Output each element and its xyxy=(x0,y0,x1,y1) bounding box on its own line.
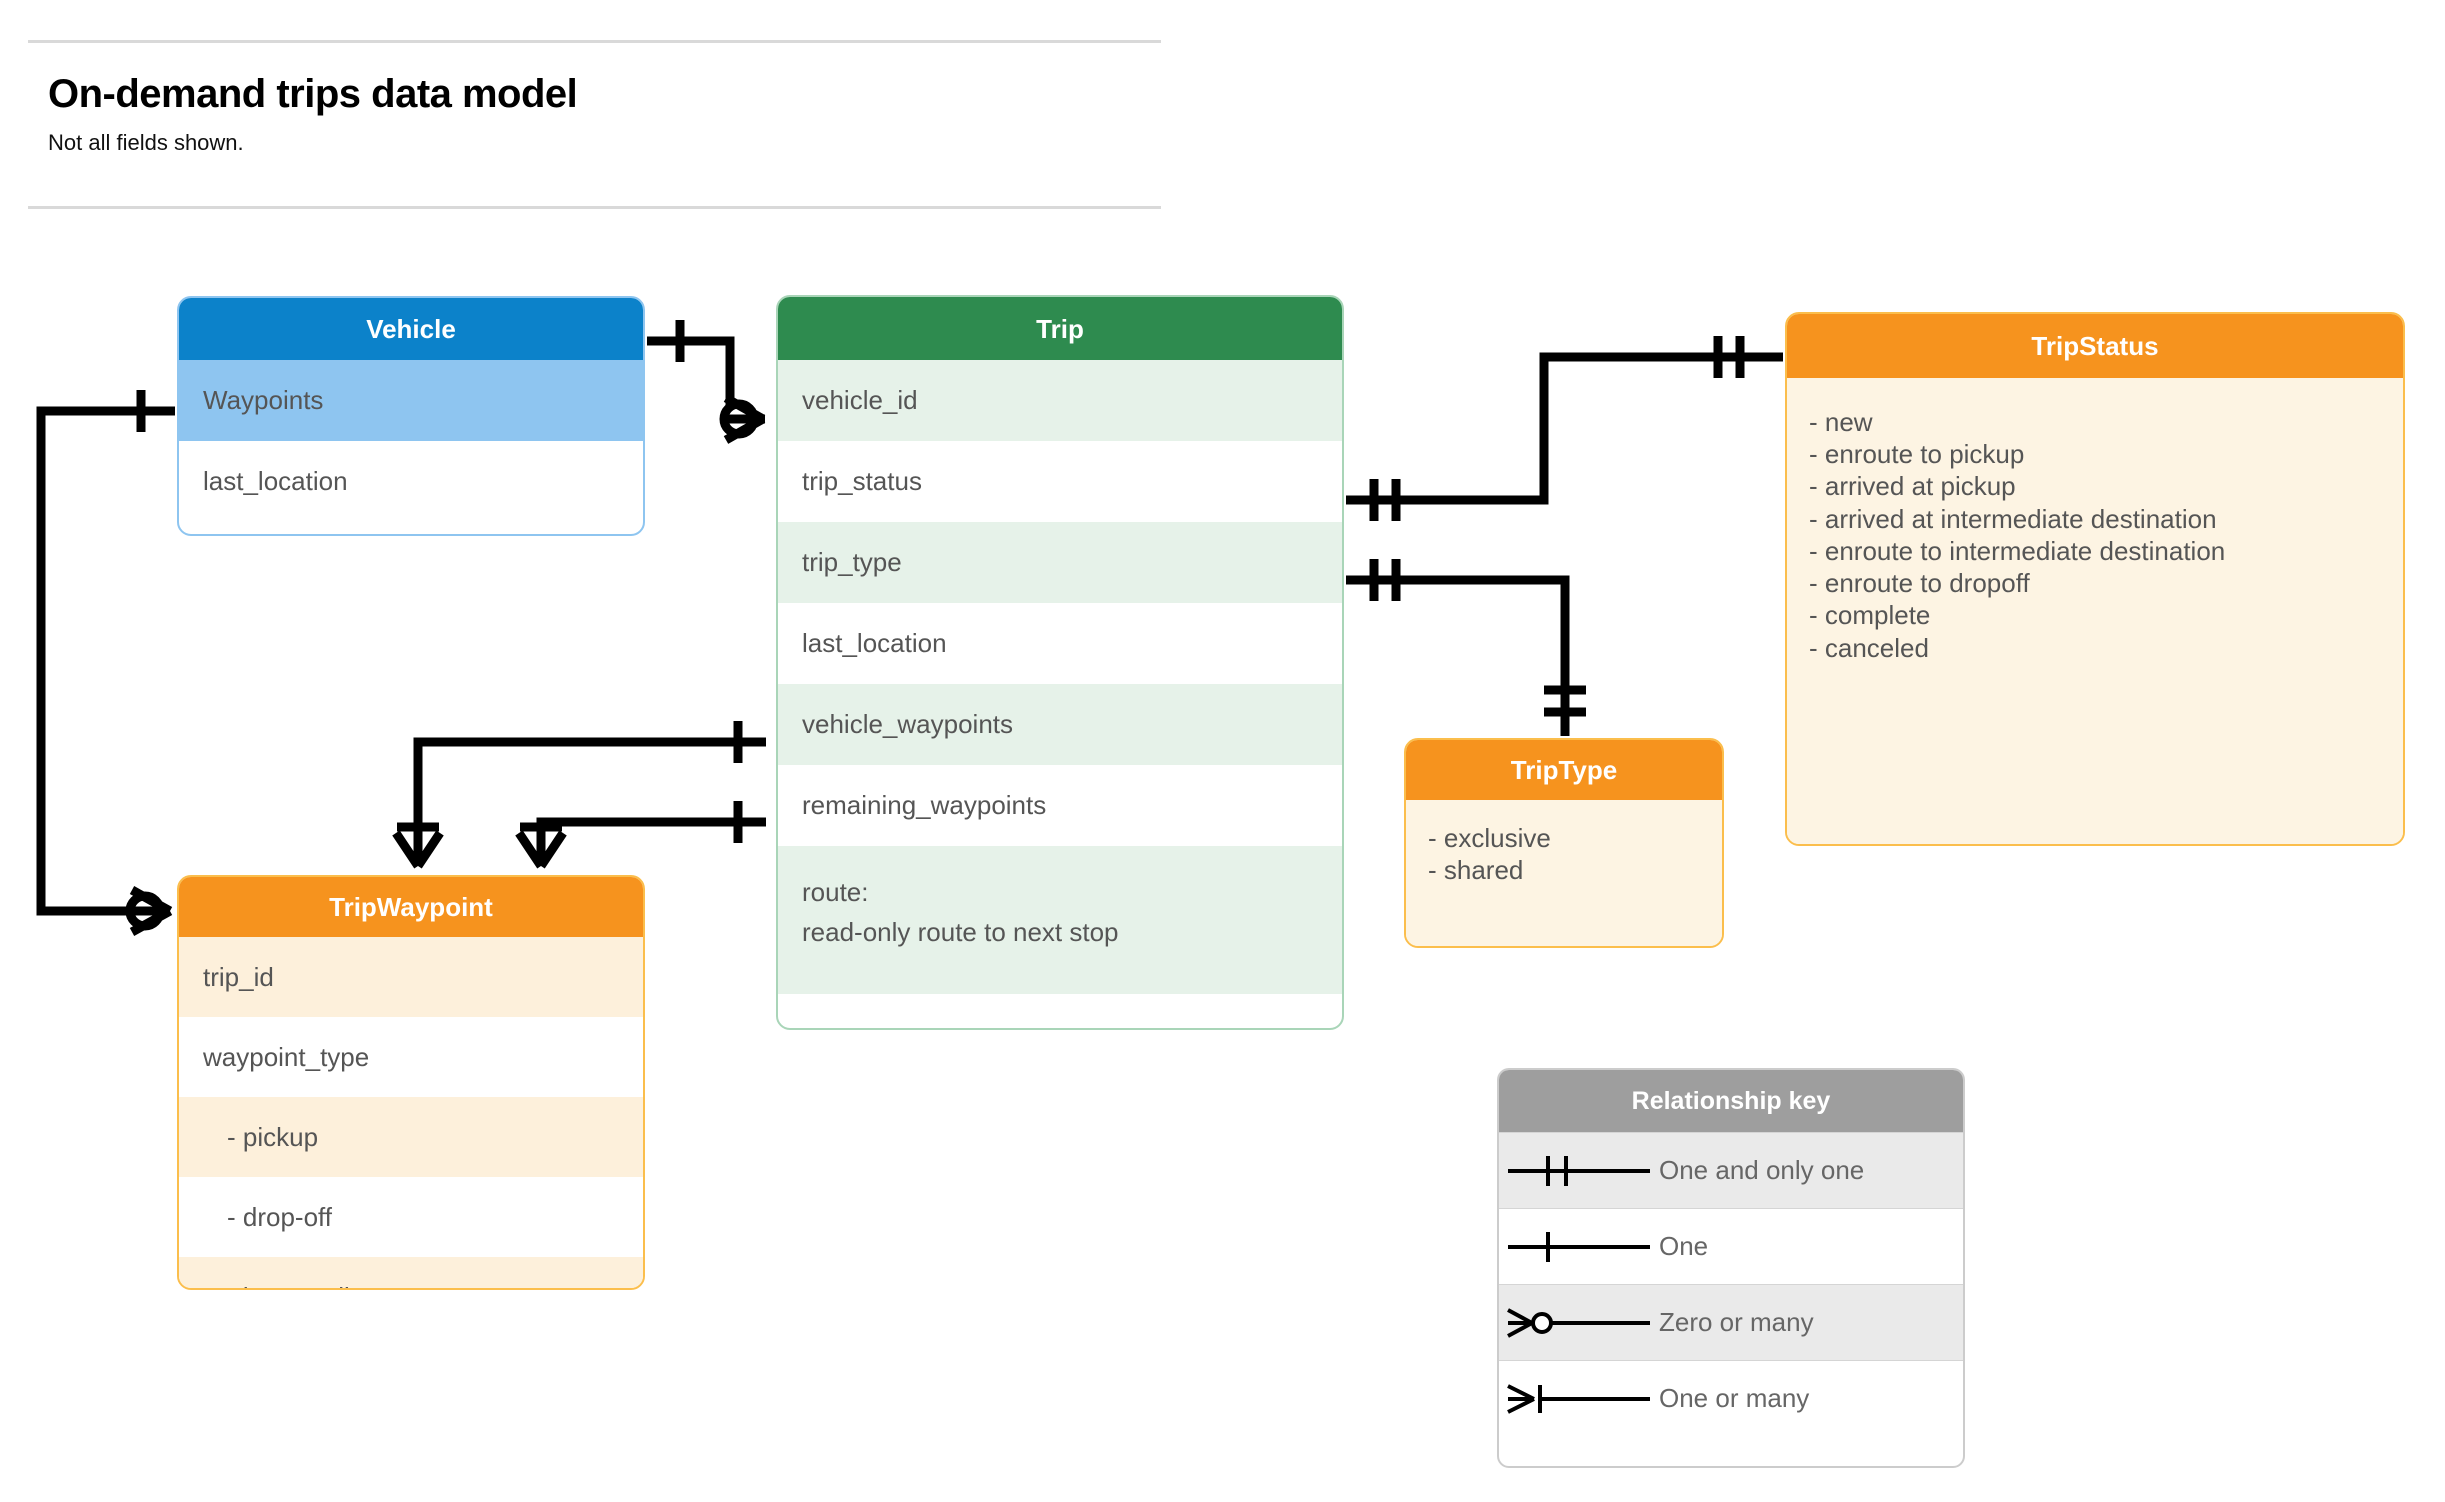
field-remaining-waypoints[interactable]: remaining_waypoints xyxy=(778,765,1342,846)
entity-trip-type[interactable]: TripType - exclusive - shared xyxy=(1404,738,1724,948)
entity-trip-rows: vehicle_id trip_status trip_type last_lo… xyxy=(778,360,1342,994)
value-item: - new xyxy=(1809,407,1873,437)
one-icon xyxy=(1499,1227,1659,1267)
field-trip-type[interactable]: trip_type xyxy=(778,522,1342,603)
value-item: - canceled xyxy=(1809,632,1929,663)
page-title: On-demand trips data model xyxy=(48,72,578,116)
field-waypoints[interactable]: Waypoints xyxy=(179,360,643,441)
entity-trip-title: Trip xyxy=(778,297,1342,360)
legend-label: Zero or many xyxy=(1659,1307,1814,1337)
entity-vehicle-title: Vehicle xyxy=(179,298,643,360)
field-waypoint-type[interactable]: waypoint_type xyxy=(179,1017,643,1097)
field-last-location[interactable]: last_location xyxy=(778,603,1342,684)
legend-row-zero-or-many: Zero or many xyxy=(1499,1284,1963,1360)
legend-row-one-or-many: One or many xyxy=(1499,1360,1963,1436)
entity-trip-waypoint-rows: trip_id waypoint_type - pickup - drop-of… xyxy=(179,937,643,1288)
one-and-only-one-icon xyxy=(1499,1151,1659,1191)
field-last-location[interactable]: last_location xyxy=(179,441,643,522)
value-item: - exclusive xyxy=(1428,823,1551,853)
field-route-line2: read-only route to next stop xyxy=(802,917,1119,948)
entity-trip-status-values: - new - enroute to pickup - arrived at p… xyxy=(1787,378,2403,844)
header-divider-bottom xyxy=(28,206,1161,209)
field-trip-id[interactable]: trip_id xyxy=(179,937,643,1017)
value-item: - enroute to pickup xyxy=(1809,439,2025,470)
entity-trip-waypoint-title: TripWaypoint xyxy=(179,877,643,937)
value-item: - arrived at pickup xyxy=(1809,471,2016,502)
field-route[interactable]: route: read-only route to next stop xyxy=(778,846,1342,994)
value-item: - complete xyxy=(1809,600,1931,631)
value-item: - enroute to dropoff xyxy=(1809,568,2030,599)
page-subtitle: Not all fields shown. xyxy=(48,130,244,155)
header-divider-top xyxy=(28,40,1161,43)
field-vehicle-id[interactable]: vehicle_id xyxy=(778,360,1342,441)
legend-row-one: One xyxy=(1499,1208,1963,1284)
entity-trip-status-title: TripStatus xyxy=(1787,314,2403,378)
value-item-intermediate: - intermediate xyxy=(179,1257,643,1288)
entity-trip-type-title: TripType xyxy=(1406,740,1722,800)
entity-trip-status[interactable]: TripStatus - new - enroute to pickup - a… xyxy=(1785,312,2405,846)
legend-row-one-and-only-one: One and only one xyxy=(1499,1132,1963,1208)
legend-label: One and only one xyxy=(1659,1155,1865,1185)
value-item: - arrived at intermediate destination xyxy=(1809,503,2217,534)
legend-label: One or many xyxy=(1659,1383,1810,1413)
legend-label: One xyxy=(1659,1231,1709,1261)
entity-trip-waypoint[interactable]: TripWaypoint trip_id waypoint_type - pic… xyxy=(177,875,645,1290)
entity-trip-type-values: - exclusive - shared xyxy=(1406,800,1722,946)
value-item: - shared xyxy=(1428,855,1524,886)
one-or-many-icon xyxy=(1499,1379,1659,1419)
value-item: - enroute to intermediate destination xyxy=(1809,535,2226,566)
entity-vehicle-rows: Waypoints last_location xyxy=(179,360,643,522)
entity-vehicle[interactable]: Vehicle Waypoints last_location xyxy=(177,296,645,536)
field-route-line1: route: xyxy=(802,877,869,907)
entity-trip[interactable]: Trip vehicle_id trip_status trip_type la… xyxy=(776,295,1344,1030)
relationship-key-title: Relationship key xyxy=(1499,1070,1963,1132)
value-item-dropoff: - drop-off xyxy=(179,1177,643,1257)
field-trip-status[interactable]: trip_status xyxy=(778,441,1342,522)
relationship-key-legend[interactable]: Relationship key One and only one One xyxy=(1497,1068,1965,1468)
value-item-pickup: - pickup xyxy=(179,1097,643,1177)
zero-or-many-icon xyxy=(1499,1303,1659,1343)
field-vehicle-waypoints[interactable]: vehicle_waypoints xyxy=(778,684,1342,765)
